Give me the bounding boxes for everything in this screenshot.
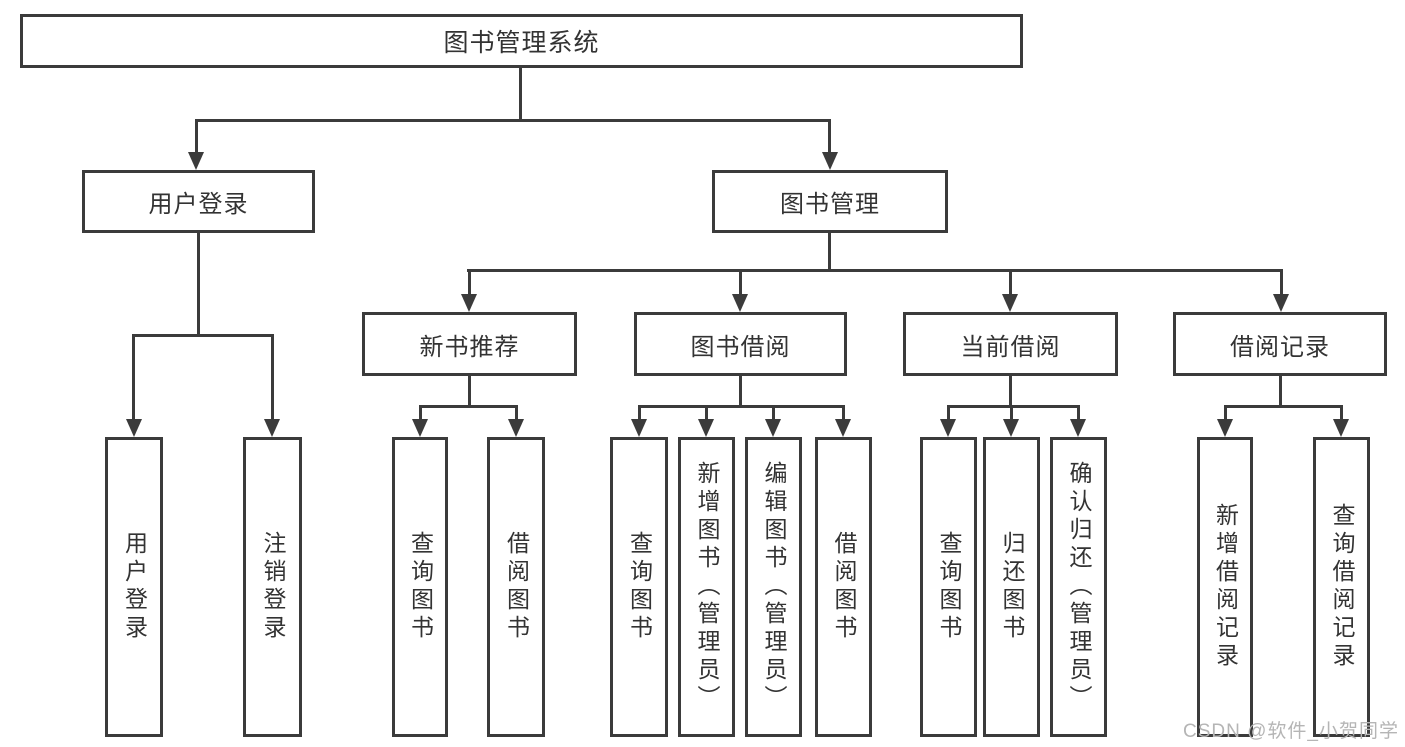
leaf-return-book-label: 归还图书 <box>999 531 1025 643</box>
watermark-text: CSDN @软件_小贺同学 <box>1183 721 1399 742</box>
leaf-return-book: 归还图书 <box>983 437 1040 737</box>
leaf-edit-book-admin: 编辑图书（管理员） <box>745 437 802 737</box>
leaf-user-login-label: 用户登录 <box>121 531 148 643</box>
connector-line <box>419 405 518 408</box>
connector-line <box>638 405 641 422</box>
leaf-query-books-current-label: 查询图书 <box>936 531 962 643</box>
arrowhead <box>698 419 714 437</box>
leaf-query-books-current: 查询图书 <box>920 437 977 737</box>
leaf-query-books-recommend: 查询图书 <box>392 437 448 737</box>
connector-line <box>271 334 274 422</box>
connector-line <box>1224 405 1343 408</box>
arrowhead <box>1002 294 1018 312</box>
connector-line <box>519 67 522 121</box>
arrowhead <box>1273 294 1289 312</box>
leaf-add-book-admin-label: 新增图书（管理员） <box>694 461 720 713</box>
node-book-borrow-label: 图书借阅 <box>690 333 791 361</box>
connector-line <box>1340 405 1343 422</box>
connector-line <box>195 119 198 155</box>
node-user-login: 用户登录 <box>82 170 315 233</box>
arrowhead <box>412 419 428 437</box>
node-new-book-recommend-label: 新书推荐 <box>419 333 520 361</box>
leaf-add-book-admin: 新增图书（管理员） <box>678 437 735 737</box>
connector-line <box>467 269 1283 272</box>
node-book-management: 图书管理 <box>712 170 948 233</box>
leaf-query-borrow-record-label: 查询借阅记录 <box>1329 503 1355 671</box>
connector-line <box>772 405 775 422</box>
connector-line <box>197 232 200 336</box>
connector-line <box>828 119 831 155</box>
connector-line <box>1077 405 1080 422</box>
connector-line <box>1009 375 1012 408</box>
arrowhead <box>822 152 838 170</box>
arrowhead <box>461 294 477 312</box>
leaf-user-login: 用户登录 <box>105 437 163 737</box>
connector-line <box>638 405 845 408</box>
arrowhead <box>1217 419 1233 437</box>
leaf-logout-label: 注销登录 <box>260 531 286 643</box>
connector-line <box>1279 375 1282 408</box>
node-root-label: 图书管理系统 <box>443 29 600 57</box>
connector-line <box>1009 269 1012 297</box>
leaf-confirm-return-admin: 确认归还（管理员） <box>1050 437 1107 737</box>
arrowhead <box>1003 419 1019 437</box>
leaf-add-borrow-record: 新增借阅记录 <box>1197 437 1253 737</box>
arrowhead <box>765 419 781 437</box>
connector-line <box>195 119 831 122</box>
connector-line <box>515 405 518 422</box>
arrowhead <box>508 419 524 437</box>
arrowhead <box>126 419 142 437</box>
leaf-query-borrow-record: 查询借阅记录 <box>1313 437 1370 737</box>
connector-line <box>1280 269 1283 297</box>
arrowhead <box>835 419 851 437</box>
node-new-book-recommend: 新书推荐 <box>362 312 577 376</box>
connector-line <box>419 405 422 422</box>
arrowhead <box>1333 419 1349 437</box>
arrowhead <box>940 419 956 437</box>
connector-line <box>947 405 1080 408</box>
arrowhead <box>188 152 204 170</box>
connector-line <box>947 405 950 422</box>
connector-line <box>828 232 831 271</box>
node-current-borrow: 当前借阅 <box>903 312 1118 376</box>
arrowhead <box>264 419 280 437</box>
node-root: 图书管理系统 <box>20 14 1023 68</box>
leaf-borrow-books-recommend-label: 借阅图书 <box>503 531 530 643</box>
arrowhead <box>1070 419 1086 437</box>
connector-line <box>1224 405 1227 422</box>
arrowhead <box>631 419 647 437</box>
connector-line <box>739 375 742 408</box>
connector-line <box>468 375 471 408</box>
leaf-borrow-books-label: 借阅图书 <box>831 531 857 643</box>
leaf-query-books-borrow-label: 查询图书 <box>626 531 653 643</box>
node-borrow-records: 借阅记录 <box>1173 312 1387 376</box>
arrowhead <box>732 294 748 312</box>
connector-line <box>132 334 135 422</box>
node-borrow-records-label: 借阅记录 <box>1230 333 1330 361</box>
connector-line <box>132 334 274 337</box>
leaf-borrow-books: 借阅图书 <box>815 437 872 737</box>
leaf-query-books-borrow: 查询图书 <box>610 437 668 737</box>
leaf-borrow-books-recommend: 借阅图书 <box>487 437 545 737</box>
node-current-borrow-label: 当前借阅 <box>960 333 1061 361</box>
leaf-edit-book-admin-label: 编辑图书（管理员） <box>761 461 787 713</box>
leaf-confirm-return-admin-label: 确认归还（管理员） <box>1066 461 1092 713</box>
connector-line <box>468 269 471 297</box>
connector-line <box>1010 405 1013 422</box>
leaf-logout: 注销登录 <box>243 437 302 737</box>
connector-line <box>705 405 708 422</box>
connector-line <box>842 405 845 422</box>
connector-line <box>739 269 742 297</box>
node-user-login-label: 用户登录 <box>148 191 249 218</box>
node-book-borrow: 图书借阅 <box>634 312 847 376</box>
node-book-management-label: 图书管理 <box>780 191 880 218</box>
leaf-query-books-recommend-label: 查询图书 <box>407 531 434 643</box>
leaf-add-borrow-record-label: 新增借阅记录 <box>1212 503 1239 671</box>
